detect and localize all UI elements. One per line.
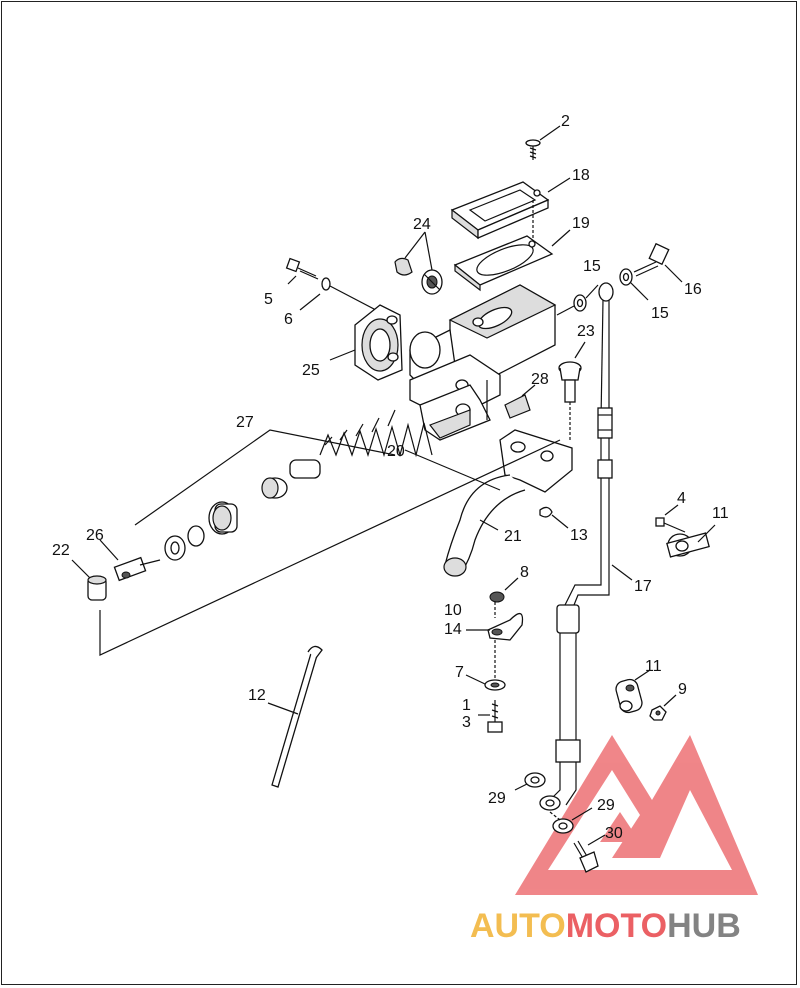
callout-2: 2 xyxy=(561,113,570,130)
callout-15b: 15 xyxy=(651,305,669,322)
part-bolt-1 xyxy=(487,700,503,733)
part-pushrod-26 xyxy=(113,556,161,582)
callout-24: 24 xyxy=(413,216,431,233)
part-sight-glass-24 xyxy=(394,257,443,295)
leader-19 xyxy=(551,229,571,247)
callout-labels: 2 18 19 24 15 16 15 5 6 23 25 28 27 20 4… xyxy=(52,113,729,842)
part-screw-2 xyxy=(525,139,541,160)
callout-15a: 15 xyxy=(583,258,601,275)
watermark-hub: HUB xyxy=(667,907,741,945)
part-clamp-11b xyxy=(615,678,643,714)
part-boot-22 xyxy=(87,575,107,601)
part-washer-6 xyxy=(321,277,331,291)
callout-22: 22 xyxy=(52,542,70,559)
callout-29b: 29 xyxy=(597,797,615,814)
callout-21: 21 xyxy=(504,528,522,545)
callout-17: 17 xyxy=(634,578,652,595)
callout-4: 4 xyxy=(677,490,686,507)
part-screw-4 xyxy=(655,517,686,533)
callout-30: 30 xyxy=(605,825,623,842)
callout-29a: 29 xyxy=(488,790,506,807)
callout-26: 26 xyxy=(86,527,104,544)
part-brake-line-17 xyxy=(539,282,614,811)
watermark-logo xyxy=(515,735,758,895)
part-clamp-10 xyxy=(487,613,524,641)
part-washer-15a xyxy=(573,294,587,312)
callout-12: 12 xyxy=(248,687,266,704)
part-cable-strap-12 xyxy=(271,645,323,788)
callout-18: 18 xyxy=(572,167,590,184)
part-bushing-28 xyxy=(504,394,531,419)
watermark-auto: AUTO xyxy=(470,907,566,945)
callout-5: 5 xyxy=(264,291,273,308)
callout-9: 9 xyxy=(678,681,687,698)
part-clip-13 xyxy=(539,506,553,518)
part-washer-29b xyxy=(552,818,574,834)
part-nut-9 xyxy=(649,705,667,721)
callout-20: 20 xyxy=(387,443,405,460)
part-cover-18 xyxy=(450,181,550,240)
part-washer-15b xyxy=(619,268,633,286)
callout-14: 14 xyxy=(444,621,462,638)
part-washer-7 xyxy=(484,679,506,691)
callout-27: 27 xyxy=(236,414,254,431)
part-lever-21 xyxy=(443,429,573,577)
callout-13: 13 xyxy=(570,527,588,544)
callout-1: 1 xyxy=(462,697,471,714)
part-diaphragm-19 xyxy=(453,235,554,292)
watermark-text: AUTOMOTOHUB xyxy=(470,907,741,945)
callout-23: 23 xyxy=(577,323,595,340)
callout-11a: 11 xyxy=(712,505,729,522)
part-clamp-11a xyxy=(666,532,710,558)
part-banjo-bolt-16 xyxy=(633,242,670,277)
callout-11b: 11 xyxy=(645,658,662,675)
part-pivot-pin-23 xyxy=(558,361,582,403)
callout-10: 10 xyxy=(444,602,462,619)
callout-6: 6 xyxy=(284,311,293,328)
part-piston-assembly-27 xyxy=(164,409,433,561)
callout-16: 16 xyxy=(684,281,702,298)
part-screw-5 xyxy=(285,257,319,280)
part-nut-8 xyxy=(489,591,505,603)
leader-2 xyxy=(539,125,561,141)
callout-25: 25 xyxy=(302,362,320,379)
callout-8: 8 xyxy=(520,564,529,581)
part-banjo-bolt-30 xyxy=(573,840,599,873)
callout-7: 7 xyxy=(455,664,464,681)
callout-28: 28 xyxy=(531,371,549,388)
callout-3: 3 xyxy=(462,714,471,731)
part-clamp-25 xyxy=(354,304,403,381)
svg-text:AUTOMOTOHUB: AUTOMOTOHUB xyxy=(470,907,741,945)
watermark-moto: MOTO xyxy=(566,907,667,945)
callout-19: 19 xyxy=(572,215,590,232)
part-washer-29a xyxy=(524,772,546,788)
part-master-cylinder-body xyxy=(409,284,557,441)
leader-18 xyxy=(547,177,571,193)
